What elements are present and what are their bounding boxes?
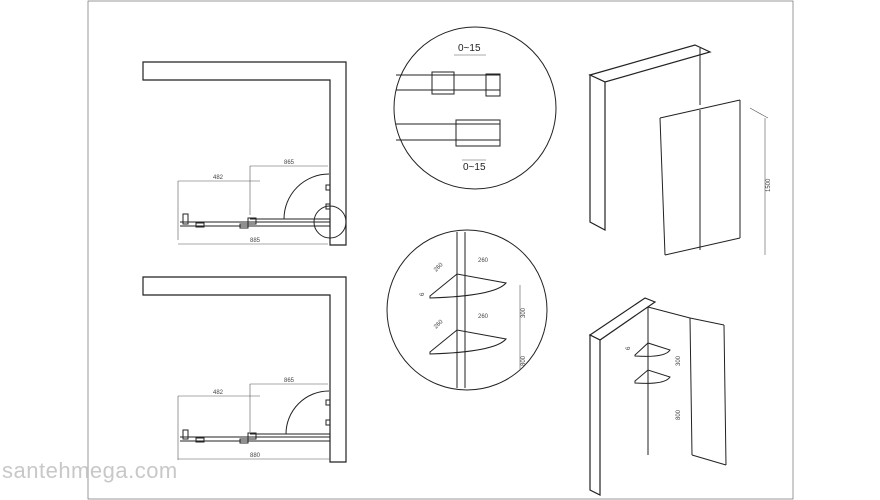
dim-total-width: 880 — [250, 453, 261, 459]
dim-door-height: 1500 — [766, 178, 772, 192]
plan-view-top: 865 482 885 — [142, 61, 347, 246]
dim-shelf-depth-1: 260 — [433, 262, 445, 274]
dim-iso-height: 800 — [676, 409, 682, 420]
dim-shelf-width-2: 260 — [478, 314, 489, 320]
dim-panel-width: 482 — [213, 390, 224, 396]
gap-detail: 0~15 0~15 — [393, 26, 557, 190]
dim-iso-thickness: 6 — [626, 346, 632, 350]
iso-shelf-view: 6 300 800 — [588, 297, 727, 496]
dim-gap-top: 0~15 — [458, 43, 481, 54]
frame-border — [87, 0, 794, 500]
dim-shelf-spacing: 300 — [521, 307, 527, 318]
shelf-detail: 260 260 260 260 300 800 6 — [386, 229, 548, 391]
dim-shelf-depth-2: 260 — [433, 319, 445, 331]
iso-door-view: 1500 — [588, 44, 772, 256]
dim-door-width: 865 — [284, 160, 295, 166]
dim-shelf-height: 800 — [521, 355, 527, 366]
watermark: santehmega.com — [2, 458, 178, 483]
dim-iso-spacing: 300 — [676, 355, 682, 366]
dim-total-width: 885 — [250, 238, 261, 244]
dim-door-width: 865 — [284, 378, 295, 384]
dim-gap-bottom: 0~15 — [463, 162, 486, 173]
dim-shelf-width-1: 260 — [478, 258, 489, 264]
plan-view-bottom: 865 482 880 — [142, 276, 347, 463]
dim-panel-width: 482 — [213, 175, 224, 181]
dim-shelf-thickness: 6 — [420, 292, 426, 296]
